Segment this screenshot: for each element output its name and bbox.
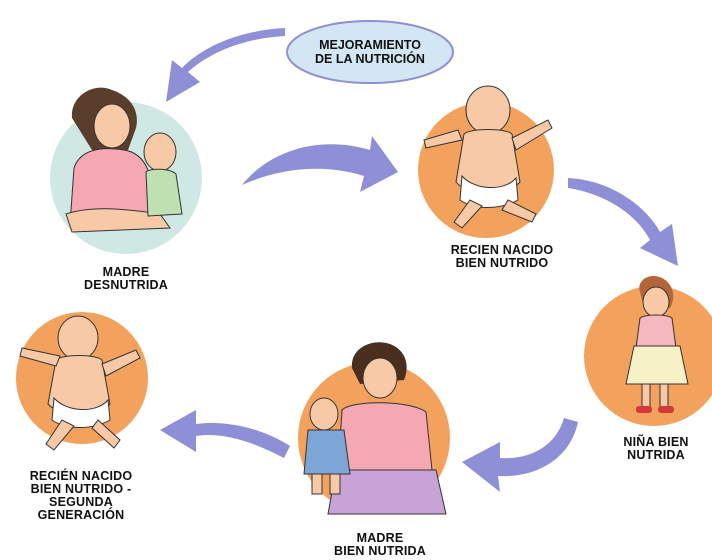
improvement-line-1: MEJORAMIENTO — [288, 38, 452, 52]
recien-nacido-label: RECIEN NACIDO BIEN NUTRIDO — [436, 244, 568, 270]
madre-desnutrida-label: MADRE DESNUTRIDA — [60, 266, 192, 292]
madre-desnutrida-line-2: DESNUTRIDA — [60, 279, 192, 292]
segunda-generacion-label: RECIÉN NACIDO BIEN NUTRIDO - SEGUNDA GEN… — [6, 470, 156, 522]
improvement-line-2: DE LA NUTRICIÓN — [288, 52, 452, 66]
madre-bien-line-2: BIEN NUTRIDA — [320, 545, 440, 558]
madre-bien-label: MADRE BIEN NUTRIDA — [320, 532, 440, 558]
arrow-nina-to-madre-bien — [462, 418, 578, 492]
improvement-bubble-text: MEJORAMIENTO DE LA NUTRICIÓN — [288, 38, 452, 66]
nina-line-2: NUTRIDA — [602, 449, 710, 462]
recien-nacido-line-2: BIEN NUTRIDO — [436, 257, 568, 270]
nina-label: NIÑA BIEN NUTRIDA — [602, 436, 710, 462]
arrow-recien-nacido-to-nina — [568, 178, 678, 266]
arrow-bubble-to-madre-desnutrida — [166, 28, 285, 102]
arrow-madre-to-recien-nacido — [242, 136, 398, 192]
segunda-generacion-line-4: GENERACIÓN — [6, 509, 156, 522]
madre-desnutrida-figure — [66, 88, 182, 232]
arrow-madre-to-segunda-generacion — [160, 410, 290, 458]
